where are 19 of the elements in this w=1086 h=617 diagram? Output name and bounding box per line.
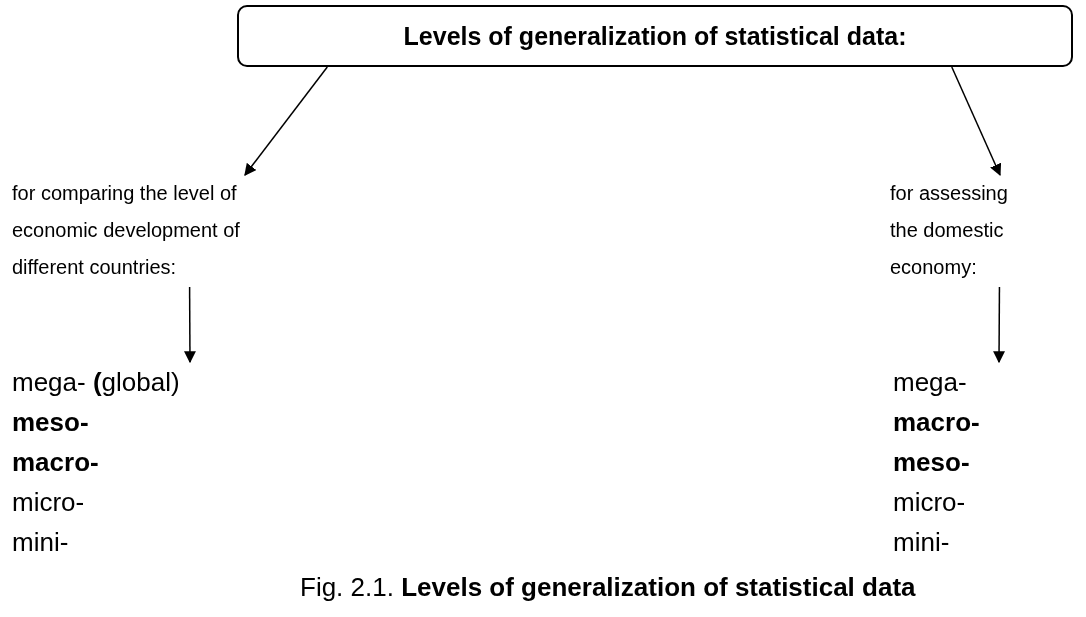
- arrow: [993, 286, 1006, 364]
- note-text: for assessing the domestic economy:: [890, 181, 1009, 280]
- arrow: [183, 286, 196, 364]
- level-text: micro-: [893, 486, 966, 519]
- arrow: [244, 66, 329, 176]
- level-text: micro-: [12, 486, 85, 519]
- level-text: mini-: [893, 526, 950, 559]
- level-text: mega- (global): [12, 366, 180, 399]
- level-text: meso-: [12, 406, 89, 439]
- note-text: for comparing the level of economic development of different countries:: [12, 181, 241, 280]
- level-text: macro-: [12, 446, 99, 479]
- title-box: [237, 5, 1073, 67]
- level-text: mega-: [893, 366, 967, 399]
- figure-caption: Fig. 2.1. Levels of generalization of statistical data: [300, 572, 916, 603]
- arrow: [951, 66, 1002, 177]
- heading-text: Levels of generalization of statistical data:: [403, 21, 907, 51]
- level-text: macro-: [893, 406, 980, 439]
- level-text: meso-: [893, 446, 970, 479]
- level-text: mini-: [12, 526, 69, 559]
